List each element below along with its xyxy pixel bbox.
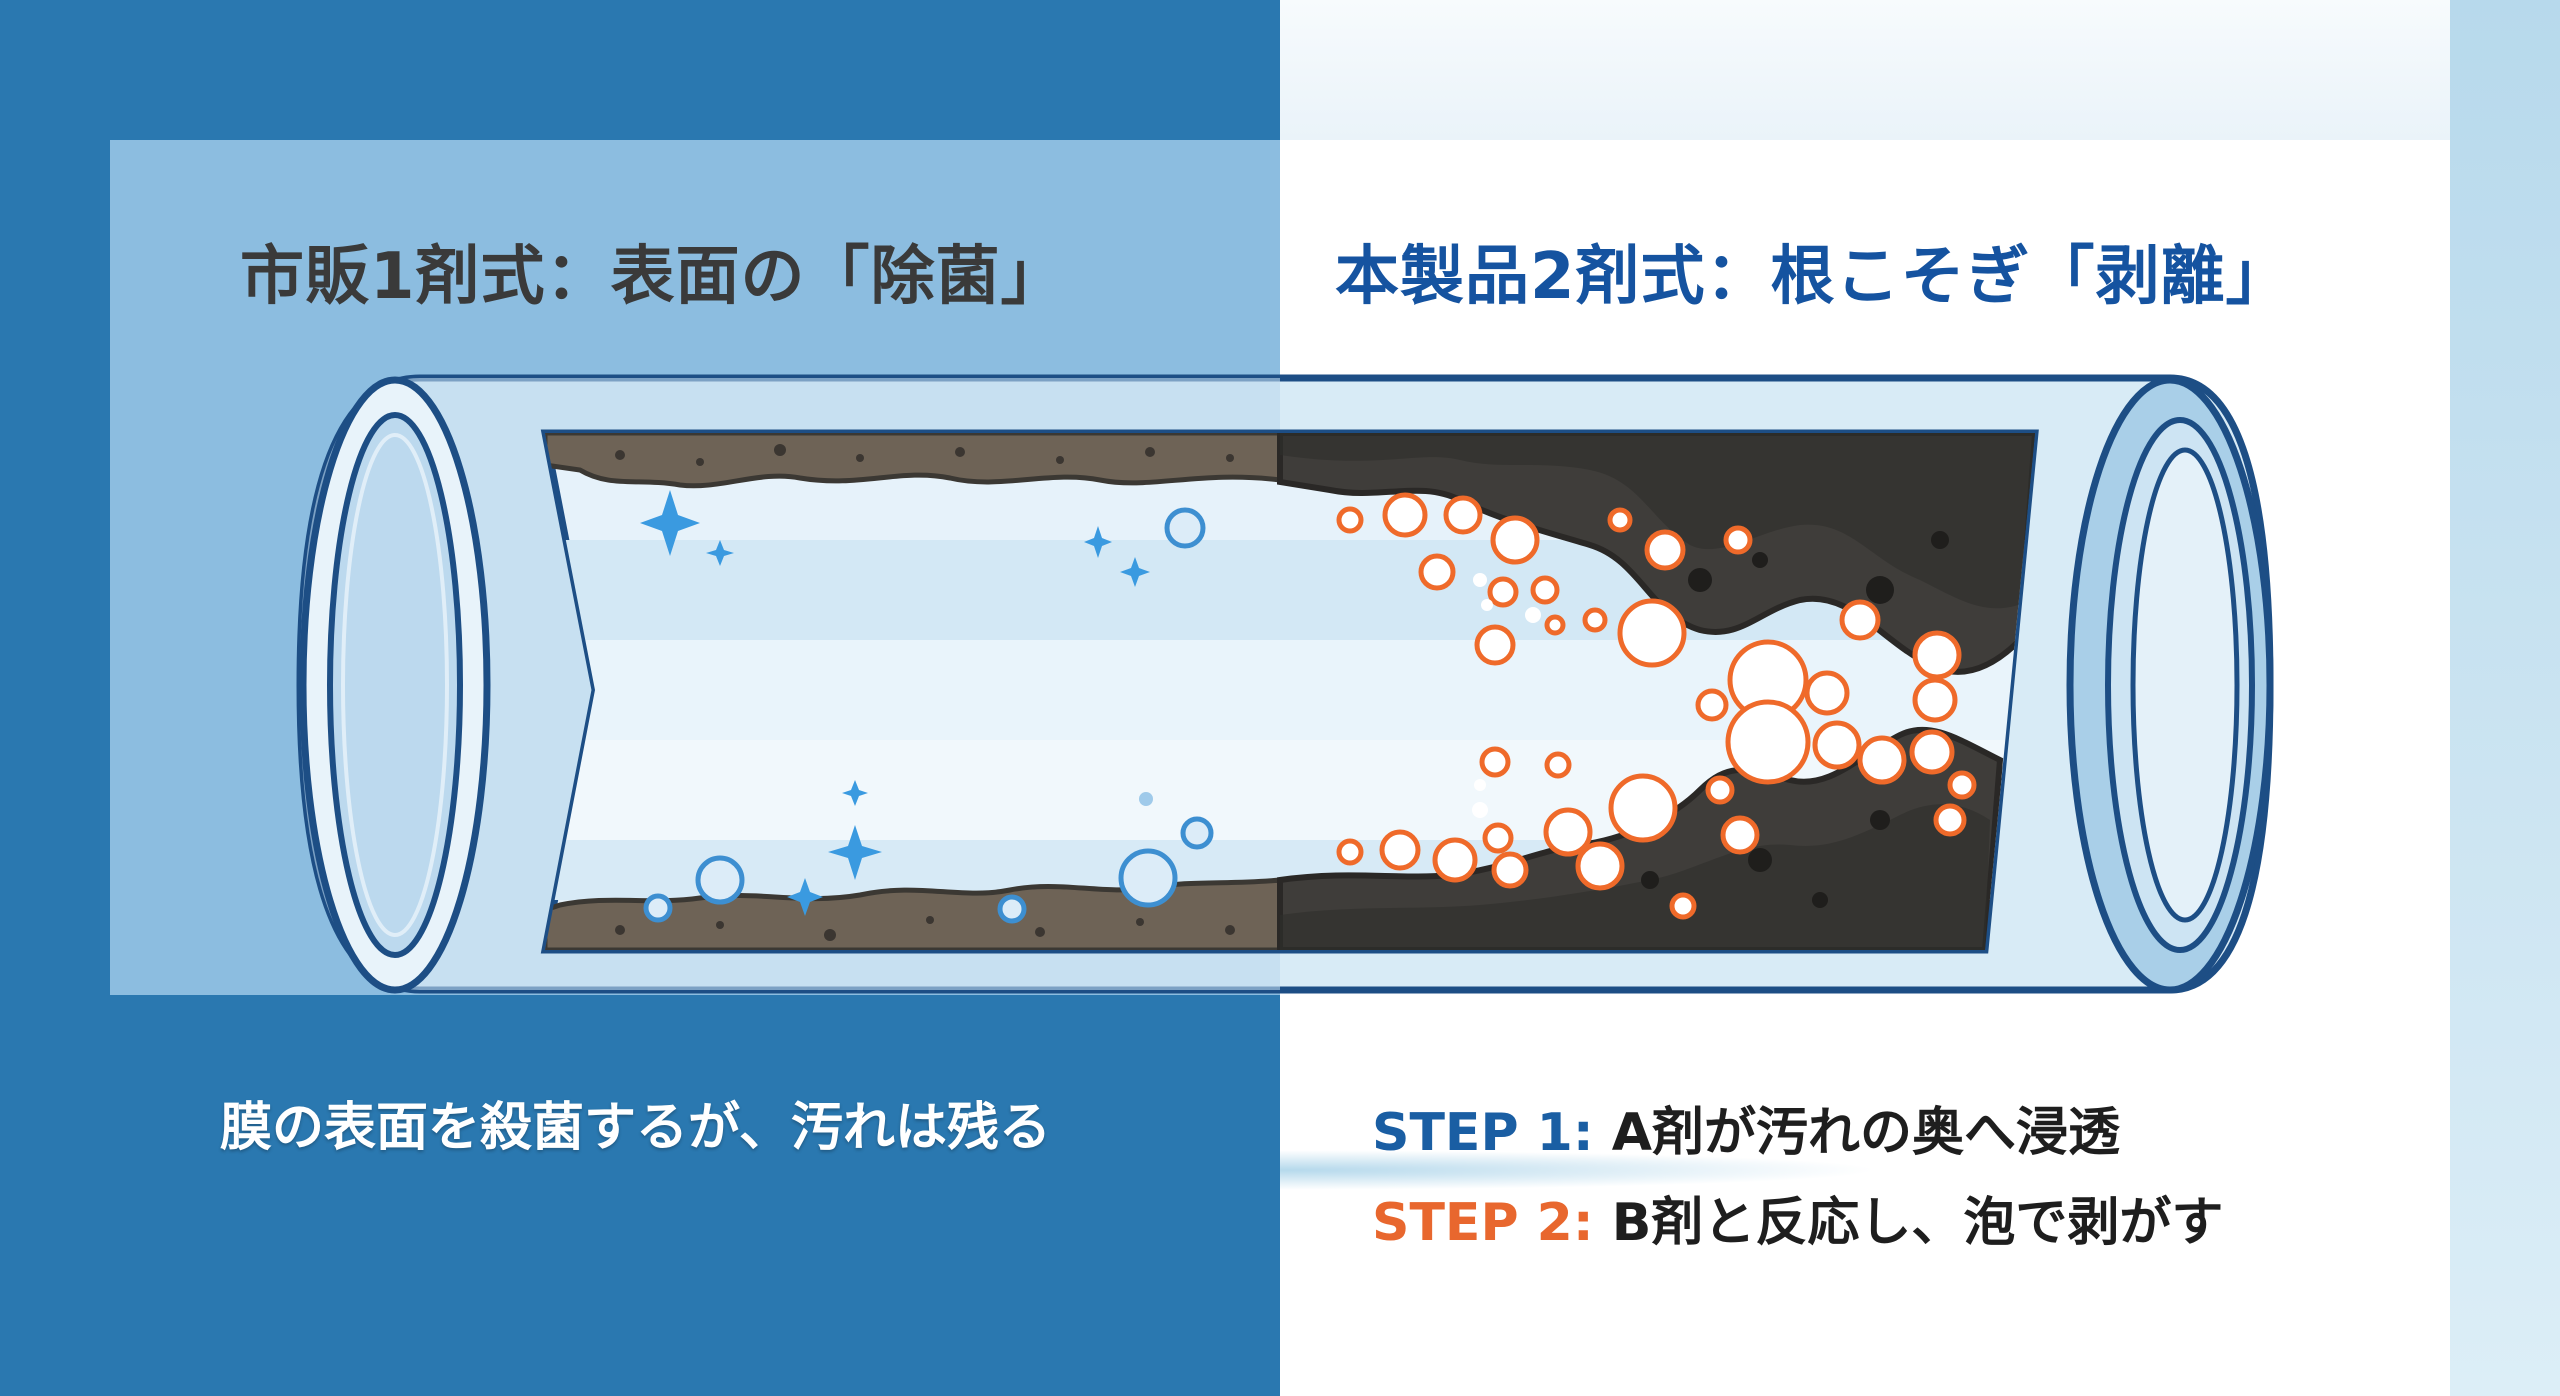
divider-glow <box>1280 1150 1880 1190</box>
step-2-text: B剤と反応し、泡で剥がす <box>1611 1193 2224 1253</box>
right-top-band <box>1280 0 2560 140</box>
step-1-text: A剤が汚れの奥へ浸透 <box>1611 1103 2120 1163</box>
sparkle-icons <box>640 490 1150 916</box>
water-bubble-icons <box>643 507 1214 924</box>
foam-bubble-icons <box>1336 492 1977 920</box>
left-title: 市販1剤式：表面の「除菌」 <box>240 240 1066 314</box>
right-edge-strip <box>2450 0 2560 1396</box>
step-2-label: STEP 2: <box>1372 1193 1594 1253</box>
right-title: 本製品2剤式：根こそぎ「剥離」 <box>1335 240 2291 314</box>
step-1-label: STEP 1: <box>1372 1103 1594 1163</box>
step-1: STEP 1: A剤が汚れの奥へ浸透 <box>1372 1090 2120 1165</box>
step-2: STEP 2: B剤と反応し、泡で剥がす <box>1372 1180 2223 1255</box>
left-caption: 膜の表面を殺菌するが、汚れは残る <box>220 1098 1051 1158</box>
pipe-body <box>296 374 2274 994</box>
